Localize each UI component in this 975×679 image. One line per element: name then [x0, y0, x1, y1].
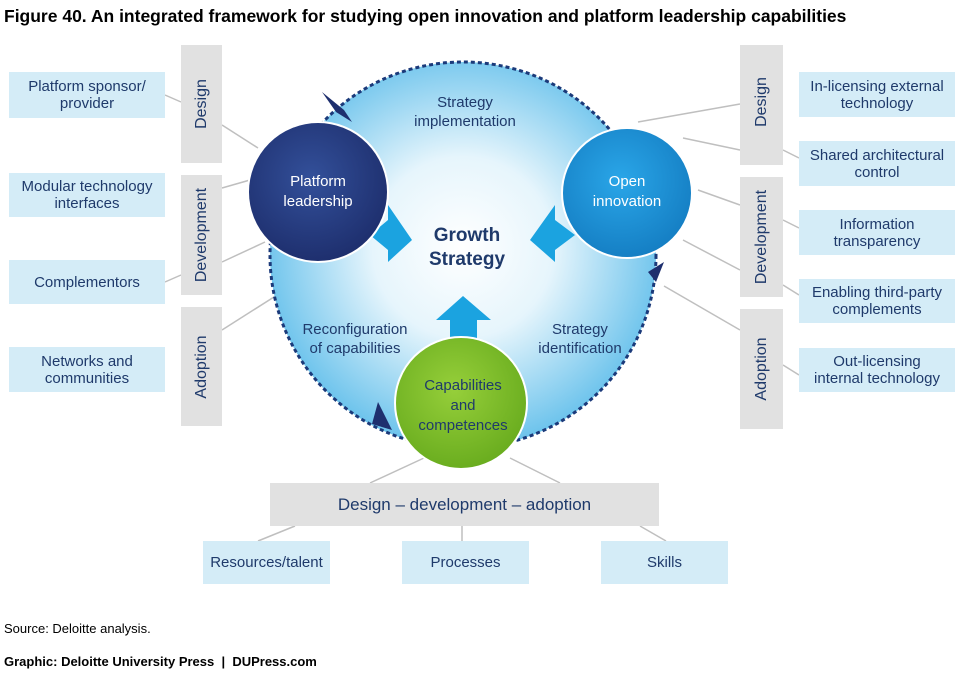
- capabilities-circle: [394, 336, 528, 470]
- bottom-stage-bar: Design – development – adoption: [270, 483, 659, 526]
- left-adoption-label: Adoption: [193, 335, 210, 399]
- figure-title: Figure 40. An integrated framework for s…: [4, 6, 847, 26]
- bottom-box-resources: Resources/talent: [203, 541, 330, 584]
- left-box-platform-sponsor: Platform sponsor/provider: [9, 72, 165, 118]
- left-development-bar: [181, 175, 222, 295]
- bottom-box-processes: Processes: [402, 541, 529, 584]
- arrow-from-capabilities: [436, 296, 491, 338]
- right-adoption-bar: [740, 309, 783, 429]
- right-adoption-label: Adoption: [753, 337, 770, 401]
- left-design-bar: [181, 45, 222, 163]
- open-innovation-circle: [561, 127, 693, 259]
- graphic-credit: Graphic: Deloitte University Press | DUP…: [4, 654, 317, 669]
- arrow-from-platform: [370, 205, 412, 262]
- left-box-complementors: Complementors: [9, 260, 165, 304]
- left-adoption-bar: [181, 307, 222, 426]
- left-development-label: Development: [193, 187, 210, 283]
- right-development-label: Development: [753, 189, 770, 285]
- source-note: Source: Deloitte analysis.: [4, 621, 151, 636]
- cycle-arrowhead-right: [648, 262, 664, 282]
- connector-lines: [164, 94, 800, 542]
- left-design-label: Design: [193, 79, 210, 129]
- arrow-from-open: [530, 205, 575, 262]
- right-design-label: Design: [753, 77, 770, 127]
- right-design-bar: [740, 45, 783, 165]
- right-development-bar: [740, 177, 783, 297]
- cycle-arrowhead-bottom: [372, 402, 392, 430]
- bottom-box-skills: Skills: [601, 541, 728, 584]
- platform-leadership-circle: [247, 121, 389, 263]
- cycle-arrowhead-top: [322, 92, 352, 122]
